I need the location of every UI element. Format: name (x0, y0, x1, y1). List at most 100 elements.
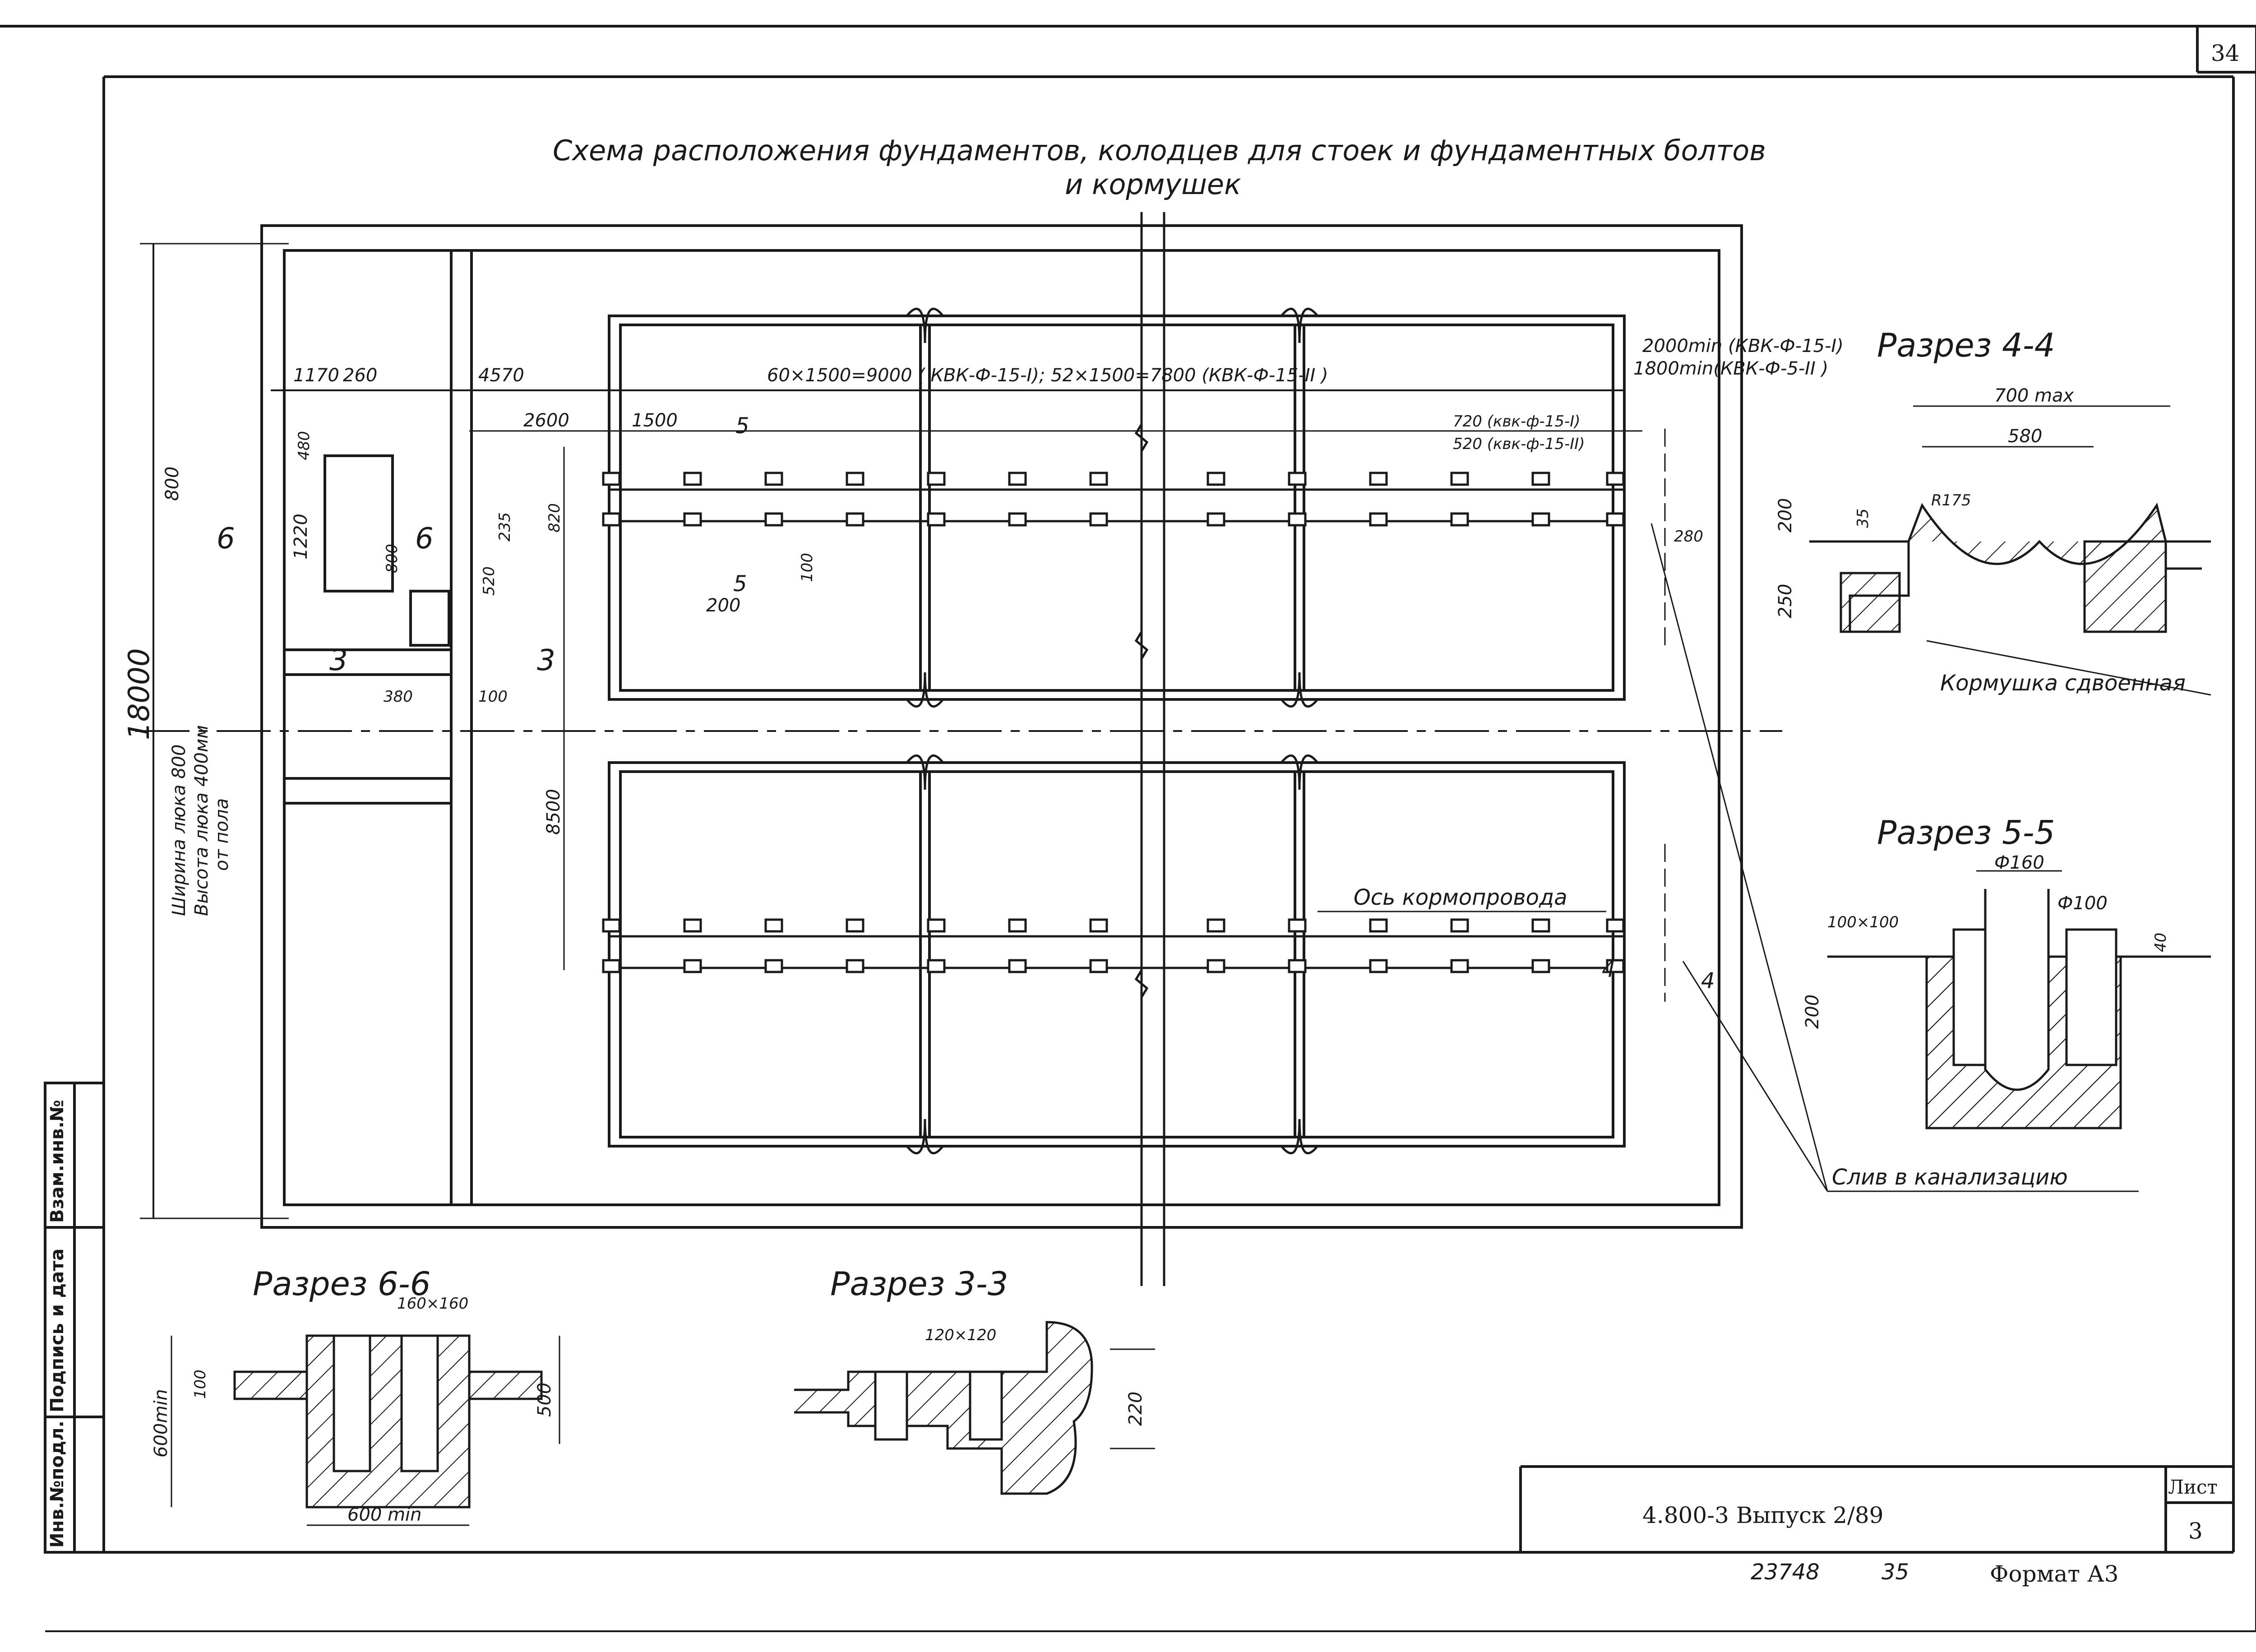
drawing-title-line2: и кормушек (1065, 168, 1241, 201)
post-socket (1089, 472, 1108, 486)
dim-2600: 2600 (523, 410, 569, 431)
post-socket (1369, 512, 1388, 527)
post-socket (927, 918, 946, 933)
dim-480: 480 (295, 431, 313, 460)
post-socket (1531, 918, 1550, 933)
post-socket (764, 959, 783, 973)
cut-4-right: 4 (1701, 968, 1715, 994)
post-socket (683, 959, 702, 973)
dim-235: 235 (496, 512, 514, 541)
post-socket (1606, 959, 1625, 973)
post-socket (1207, 918, 1225, 933)
post-socket (1531, 959, 1550, 973)
post-socket (1369, 472, 1388, 486)
paper-format: Формат А3 (1990, 1561, 2119, 1587)
post-socket (764, 512, 783, 527)
dim-1800-min: 1800min(КВК-Ф-5-II ) (1633, 358, 1828, 379)
sheet-frame (0, 25, 2256, 1632)
post-socket (1207, 959, 1225, 973)
post-socket (1288, 472, 1307, 486)
post-socket (1288, 512, 1307, 527)
post-socket (683, 472, 702, 486)
cut-6-left: 6 (217, 522, 235, 555)
post-socket (1531, 472, 1550, 486)
post-socket (1450, 918, 1469, 933)
section-4-4-caption: Кормушка сдвоенная (1940, 671, 2186, 696)
copy-number: 35 (1882, 1559, 1909, 1585)
post-socket (1089, 918, 1108, 933)
post-socket (927, 472, 946, 486)
hatch-height-label: Высота люка 400мм (191, 725, 212, 916)
dim-280: 280 (1674, 528, 1703, 546)
dim-200: 200 (706, 595, 740, 616)
sheet-number: 3 (2188, 1518, 2203, 1544)
post-socket (1450, 472, 1469, 486)
dim-800-a: 800 (162, 467, 183, 501)
dim-4570: 4570 (478, 365, 524, 386)
section-4-4-dim-r: R175 (1931, 491, 1971, 509)
dim-100-b: 100 (478, 688, 508, 706)
post-socket (764, 918, 783, 933)
section-6-6-dim-500: 500 (534, 1383, 555, 1417)
post-socket (1008, 472, 1027, 486)
side-stamp-replace-inv: Взам.инв.№ (47, 1100, 68, 1223)
post-socket (846, 472, 864, 486)
section-5-5-dim-200: 200 (1802, 995, 1823, 1029)
section-5-5-drawing (1827, 870, 2211, 1129)
title-block (1519, 1465, 2233, 1552)
dim-1500: 1500 (632, 410, 678, 431)
post-socket (1606, 918, 1625, 933)
post-socket (1531, 512, 1550, 527)
cut-5-top: 5 (735, 413, 749, 439)
post-socket (602, 959, 621, 973)
drawing-title-line1: Схема расположения фундаментов, колодцев… (553, 134, 1766, 167)
cut-3-left: 3 (329, 644, 348, 677)
post-socket (1450, 959, 1469, 973)
page-number: 34 (2211, 40, 2240, 66)
post-socket (1288, 959, 1307, 973)
dim-260: 260 (343, 365, 377, 386)
section-4-4-dim-700: 700 max (1994, 385, 2074, 406)
post-socket (927, 959, 946, 973)
dim-380: 380 (384, 688, 413, 706)
feeder-axis-label: Ось кормопровода (1354, 885, 1567, 910)
post-socket (846, 918, 864, 933)
post-socket (1207, 512, 1225, 527)
post-socket (1369, 918, 1388, 933)
side-stamp-inv-orig: Инв.№подл. (47, 1421, 68, 1548)
post-socket (1369, 959, 1388, 973)
section-6-6-dim-600-bottom: 600 min (347, 1504, 422, 1525)
post-socket (1207, 472, 1225, 486)
section-3-3-drawing (794, 1321, 1155, 1495)
post-socket (683, 918, 702, 933)
post-socket (1089, 512, 1108, 527)
dim-1170: 1170 (293, 365, 339, 386)
inventory-number: 23748 (1751, 1559, 1820, 1585)
hatch-width-label: Ширина люка 800 (169, 744, 190, 916)
section-5-5-dim-100x100: 100×100 (1827, 913, 1899, 931)
post-socket (1450, 512, 1469, 527)
section-5-5-title: Разрез 5-5 (1877, 814, 2055, 851)
section-5-5-dim-100: Ф100 (2057, 893, 2108, 914)
side-stamp (44, 1082, 105, 1554)
section-5-5-dim-160: Ф160 (1994, 852, 2044, 873)
dim-820: 820 (546, 503, 564, 532)
section-5-5-dim-40: 40 (2152, 933, 2170, 952)
dim-2000-min: 2000min (КВК-Ф-15-I) (1642, 336, 1844, 356)
post-socket (846, 959, 864, 973)
cut-3-right: 3 (537, 644, 555, 677)
post-socket (602, 918, 621, 933)
post-socket (683, 512, 702, 527)
section-3-3-title: Разрез 3-3 (830, 1265, 1008, 1303)
section-4-4-title: Разрез 4-4 (1877, 326, 2055, 364)
drain-label: Слив в канализацию (1832, 1165, 2068, 1190)
post-socket (1288, 918, 1307, 933)
post-socket (1089, 959, 1108, 973)
doc-code: 4.800-3 Выпуск 2/89 (1642, 1502, 1883, 1528)
section-4-4-dim-200: 200 (1775, 498, 1796, 532)
section-4-4-dim-35: 35 (1854, 509, 1872, 528)
post-socket (764, 472, 783, 486)
post-socket (1008, 959, 1027, 973)
section-6-6-drawing (171, 1334, 560, 1526)
